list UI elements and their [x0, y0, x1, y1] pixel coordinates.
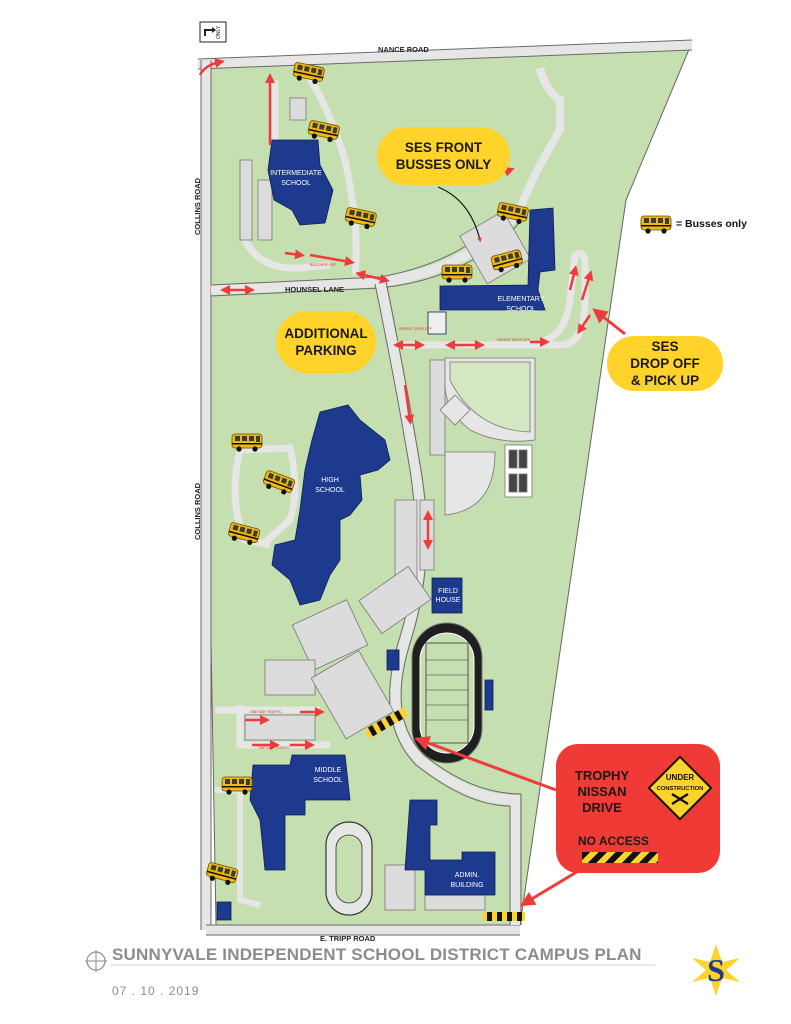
svg-text:UNDER: UNDER	[666, 773, 695, 782]
road-label-collins-mid: COLLINS ROAD	[193, 482, 202, 540]
under-construction-sign-icon: UNDER CONSTRUCTION	[647, 755, 713, 821]
logo-letter: S	[707, 952, 725, 988]
page-title: SUNNYVALE INDEPENDENT SCHOOL DISTRICT CA…	[112, 945, 642, 964]
svg-text:CONSTRUCTION: CONSTRUCTION	[657, 786, 704, 792]
buildings	[216, 139, 556, 921]
baseball-fields	[439, 357, 536, 516]
svg-text:PARENT DROP OFF: PARENT DROP OFF	[497, 338, 530, 342]
map-annotations: BUS DROP OFF PARENT DROP OFF PARENT DROP…	[250, 263, 530, 750]
svg-text:PARENT DROP OFF: PARENT DROP OFF	[399, 327, 432, 331]
legend-text: = Busses only	[676, 218, 747, 230]
compass-icon	[85, 950, 107, 972]
no-access-label: NO ACCESS	[578, 834, 649, 848]
legend: = Busses only	[639, 213, 747, 235]
running-tracks	[325, 622, 483, 916]
no-access-stripe	[582, 852, 658, 863]
admin-building	[404, 799, 496, 896]
road-label-nance: NANCE ROAD	[378, 45, 429, 54]
plan-date: 07 . 10 . 2019	[112, 984, 200, 998]
admin-building-label: ADMIN.BUILDING	[450, 872, 483, 889]
road-label-tripp: E. TRIPP ROAD	[320, 934, 376, 943]
svg-text:ONE WAY TRAFFIC: ONE WAY TRAFFIC	[250, 710, 282, 714]
only-sign: ONLY	[199, 21, 227, 43]
road-label-housel: HOUNSEL LANE	[285, 285, 344, 294]
middle-school-building	[249, 754, 351, 871]
barriers	[364, 707, 525, 921]
high-school-building	[271, 404, 391, 606]
only-sign-text: ONLY	[216, 25, 222, 39]
district-logo: S	[692, 944, 740, 996]
intermediate-school-building	[267, 139, 334, 226]
callout-pointers	[414, 186, 626, 907]
svg-text:BUS DROP OFF: BUS DROP OFF	[310, 263, 336, 267]
elementary-school-building	[439, 207, 556, 311]
road-label-collins-top: COLLINS ROAD	[193, 177, 202, 235]
svg-text:ONE WAY TRAFFIC: ONE WAY TRAFFIC	[258, 746, 290, 750]
school-bus-icon	[640, 215, 672, 235]
field-house-building	[431, 577, 463, 614]
